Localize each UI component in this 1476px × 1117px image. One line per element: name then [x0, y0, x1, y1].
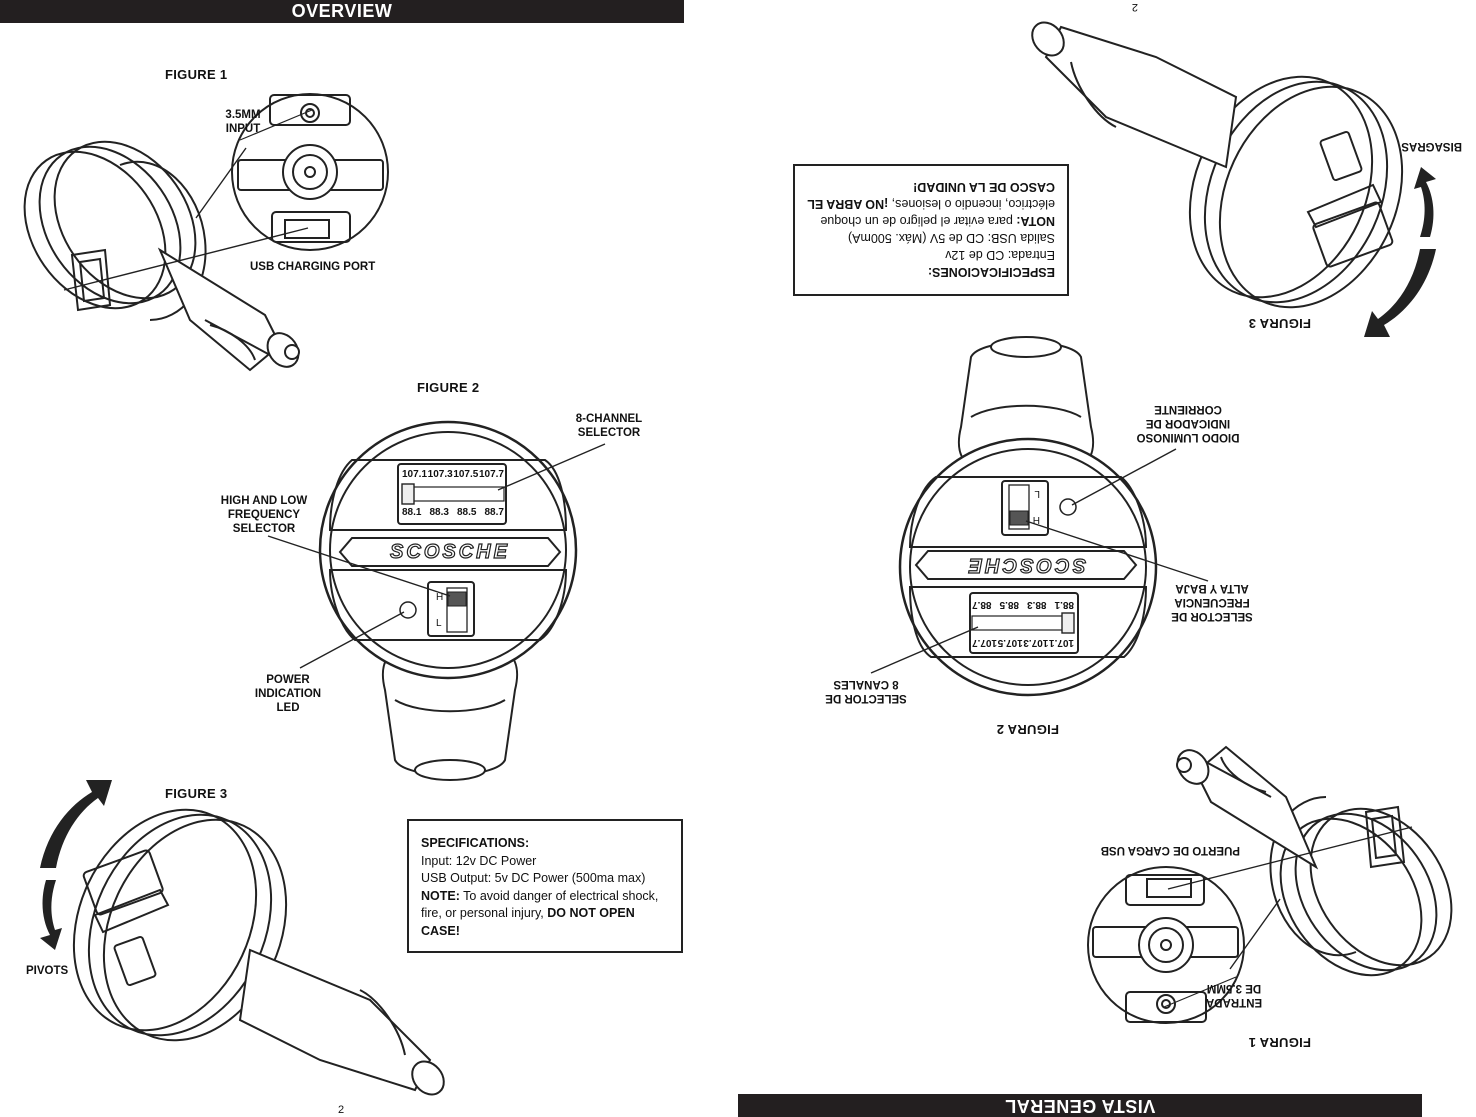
note-text: To avoid danger of electrical shock, fir… — [421, 888, 659, 921]
english-illustrations — [23, 93, 606, 1096]
channel-value: 88.3 — [429, 507, 449, 518]
specs-title: ESPECIFICACIONES: — [927, 265, 1055, 279]
specifications-box: ESPECIFICACIONES: Entrada: CD de 12v Sal… — [793, 164, 1069, 296]
label-line: POWER — [266, 674, 310, 686]
pivot-arrow-up-icon — [40, 780, 112, 868]
channel-value: 107.3 — [427, 469, 453, 480]
label-line: INDICADOR DE — [1145, 417, 1231, 429]
figura2-device-drawing — [870, 336, 1209, 697]
note-label: NOTA: — [1016, 214, 1055, 228]
label-bisagras: BISAGRAS — [1401, 140, 1462, 152]
channel-value: 88.7 — [484, 507, 504, 518]
label-line: 8-CHANNEL — [575, 413, 643, 425]
label-line: DE 3,5MM — [1206, 982, 1262, 994]
label-line: ALTA Y BAJA — [1175, 582, 1249, 594]
brand-logo: SCOSCHE — [965, 553, 1086, 576]
channel-scale-high: 107.1 107.3 107.5 107.7 — [972, 637, 1074, 648]
channel-value: 88.3 — [1027, 599, 1047, 610]
page-number: 2 — [338, 1104, 345, 1116]
label-selector-8-canales: SELECTOR DE 8 CANALES — [816, 677, 916, 705]
page-header: VISTA GENERAL — [738, 1094, 1422, 1117]
label-selector-frecuencia: SELECTOR DE FRECUENCIA ALTA Y BAJA — [1162, 581, 1262, 623]
note-label: NOTE: — [421, 888, 460, 903]
figura1-title: FIGURA 1 — [1248, 1035, 1311, 1050]
label-line: LED — [276, 702, 300, 714]
pivot-arrow-down-icon — [40, 880, 62, 950]
spanish-illustrations — [870, 21, 1453, 1024]
label-line: DIODO LUMINOSO — [1136, 431, 1240, 443]
channel-value: 88.5 — [999, 599, 1019, 610]
spanish-page: VISTA GENERAL FIGURA 1 ENTRADA DE 3,5MM … — [738, 0, 1476, 1117]
specs-input: Input: 12v DC Power — [421, 853, 537, 868]
label-line: SELECTOR DE — [825, 692, 907, 704]
label-line: CORRIENTE — [1154, 403, 1222, 415]
label-entrada-3-5mm: ENTRADA DE 3,5MM — [1192, 981, 1276, 1009]
channel-value: 107.7 — [972, 637, 998, 648]
channel-value: 88.1 — [402, 507, 422, 518]
switch-high-label: H — [1032, 514, 1040, 525]
label-frequency-selector: HIGH AND LOW FREQUENCY SELECTOR — [212, 494, 316, 536]
pivot-arrow-down-icon — [1414, 167, 1436, 237]
bisagras-arrows — [1364, 167, 1436, 337]
label-puerto-carga-usb: PUERTO DE CARGA USB — [1100, 844, 1240, 856]
label-line: SELECTOR DE — [1171, 610, 1253, 622]
note-warning: DO NOT OPEN CASE! — [421, 906, 635, 938]
channel-value: 107.5 — [997, 637, 1023, 648]
specs-input: Entrada: CD de 12v — [945, 248, 1055, 262]
figure3-device-drawing — [72, 808, 445, 1096]
specs-note: NOTA: para evitar el peligro de un choqu… — [805, 178, 1055, 229]
label-line: INPUT — [225, 123, 261, 135]
channel-value: 107.1 — [1048, 637, 1074, 648]
switch-low-label: L — [1034, 488, 1040, 499]
label-usb-charging-port: USB CHARGING PORT — [250, 261, 376, 273]
label-pivots: PIVOTS — [26, 965, 69, 977]
channel-value: 88.5 — [457, 507, 477, 518]
page-number: 2 — [1131, 1, 1138, 13]
switch-low-label: L — [436, 618, 442, 629]
label-line: SELECTOR — [232, 523, 296, 535]
specs-usb-output: USB Output: 5v DC Power (500ma max) — [421, 871, 646, 885]
channel-scale-low: 88.1 88.3 88.5 88.7 — [972, 599, 1074, 610]
channel-scale-low: 88.1 88.3 88.5 88.7 — [402, 507, 504, 518]
figura2-title: FIGURA 2 — [996, 722, 1059, 737]
channel-value: 88.1 — [1054, 599, 1074, 610]
label-line: SELECTOR — [577, 427, 641, 439]
specs-usb-output: Salida USB: CD de 5V (Máx. 500mA) — [847, 231, 1055, 245]
label-line: ENTRADA — [1205, 996, 1263, 1008]
figure2-title: FIGURE 2 — [417, 380, 480, 395]
channel-value: 107.3 — [1023, 637, 1049, 648]
switch-high-label: H — [436, 592, 444, 603]
figure2-device-drawing — [267, 420, 606, 781]
label-line: FREQUENCY — [227, 509, 301, 521]
figura3-title: FIGURA 3 — [1248, 316, 1311, 331]
channel-scale-high: 107.1 107.3 107.5 107.7 — [402, 469, 504, 480]
figure1-device-drawing — [23, 93, 389, 372]
label-line: 8 CANALES — [833, 678, 899, 690]
channel-value: 107.1 — [402, 469, 428, 480]
specs-title: SPECIFICATIONS: — [421, 836, 530, 850]
label-line: HIGH AND LOW — [220, 495, 308, 507]
label-8-channel-selector: 8-CHANNEL SELECTOR — [567, 412, 651, 440]
english-page: OVERVIEW FIGURE 1 3.5MM INPUT USB CHARGI… — [0, 0, 684, 1116]
channel-value: 107.5 — [453, 469, 479, 480]
brand-logo: SCOSCHE — [389, 540, 510, 563]
figure1-title: FIGURE 1 — [165, 67, 228, 82]
page-header: OVERVIEW — [0, 0, 684, 23]
pivot-arrows — [40, 780, 112, 950]
label-line: FRECUENCIA — [1174, 596, 1250, 608]
pivot-arrow-up-icon — [1364, 249, 1436, 337]
label-line: INDICATION — [254, 688, 322, 700]
label-diodo-luminoso: DIODO LUMINOSO INDICADOR DE CORRIENTE — [1126, 402, 1250, 444]
label-3-5mm-input: 3.5MM INPUT — [214, 108, 272, 136]
figura1-device-drawing — [1087, 745, 1453, 1024]
channel-value: 88.7 — [972, 599, 992, 610]
label-power-indication-led: POWER INDICATION LED — [246, 673, 330, 715]
specifications-box: SPECIFICATIONS: Input: 12v DC Power USB … — [407, 819, 683, 953]
channel-value: 107.7 — [478, 469, 504, 480]
label-line: 3.5MM — [225, 109, 261, 121]
figure3-title: FIGURE 3 — [165, 786, 228, 801]
figura3-device-drawing — [1031, 21, 1404, 309]
specs-note: NOTE: To avoid danger of electrical shoc… — [421, 888, 671, 941]
